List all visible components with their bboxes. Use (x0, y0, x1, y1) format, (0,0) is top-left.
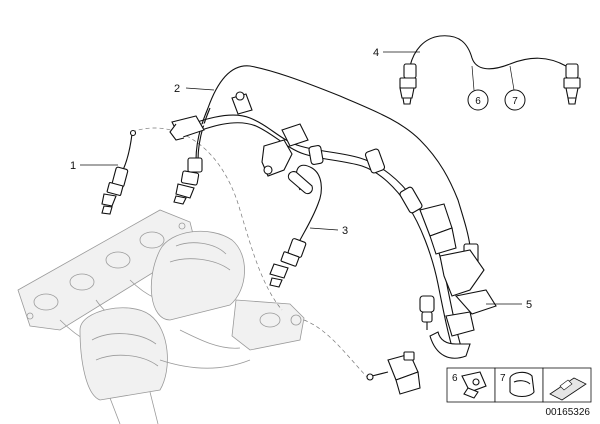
callout-4: 4 (373, 47, 420, 59)
lambda-sensor-part-4 (399, 35, 581, 105)
lambda-sensor-part-1 (101, 129, 137, 215)
plug-connector-lower (366, 351, 421, 395)
callout-5: 5 (486, 299, 532, 311)
legend-strip: 6 7 (446, 367, 592, 403)
callout-1: 1 (70, 160, 118, 172)
legend-box-7-label: 7 (500, 373, 506, 384)
callout-2-label: 2 (174, 83, 180, 95)
callout-5-label: 5 (526, 299, 532, 311)
wiring-harness-bundle (169, 91, 497, 359)
circled-ref-7: 7 (504, 89, 526, 111)
lambda-sensor-part-3 (269, 164, 322, 288)
exhaust-manifold-ghost (17, 127, 371, 424)
callout-3: 3 (309, 225, 348, 237)
legend-box-6-label: 6 (452, 373, 458, 384)
document-number: 00165326 (546, 407, 591, 418)
callout-2: 2 (174, 83, 215, 95)
circled-ref-6-label: 6 (475, 96, 481, 107)
callout-1-label: 1 (70, 160, 76, 172)
callout-3-label: 3 (342, 225, 348, 237)
circled-ref-7-label: 7 (512, 96, 518, 107)
circled-ref-6: 6 (467, 89, 489, 111)
callout-4-label: 4 (373, 47, 379, 59)
